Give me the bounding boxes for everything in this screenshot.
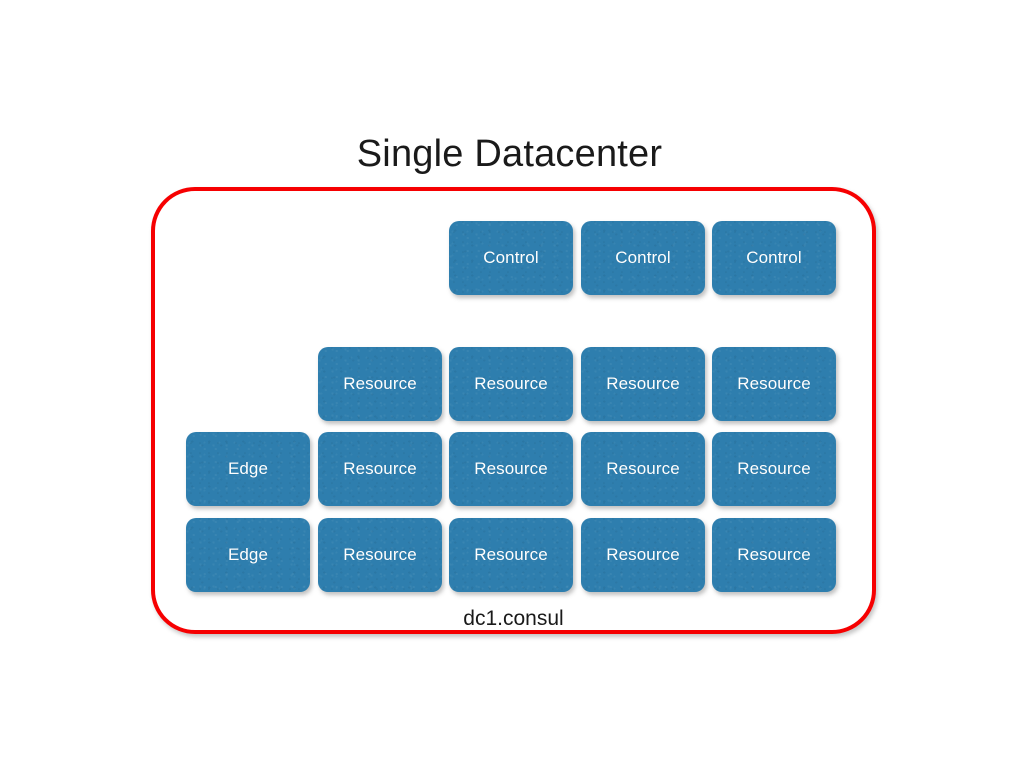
node-label: Resource (737, 374, 811, 393)
node-label: Edge (227, 545, 269, 564)
node-resource[interactable]: Resource (712, 518, 836, 592)
node-resource[interactable]: Resource (318, 347, 442, 421)
node-label: Resource (343, 374, 417, 393)
node-resource[interactable]: Resource (449, 432, 573, 506)
node-label: Resource (474, 374, 548, 393)
node-label: Resource (343, 459, 417, 478)
page-title: Single Datacenter (356, 133, 663, 175)
node-label: Resource (474, 459, 548, 478)
node-label: Resource (606, 545, 680, 564)
node-resource[interactable]: Resource (712, 432, 836, 506)
node-label: Resource (343, 545, 417, 564)
node-control[interactable]: Control (712, 221, 836, 295)
node-resource[interactable]: Resource (318, 518, 442, 592)
node-label: Control (483, 248, 539, 267)
node-resource[interactable]: Resource (712, 347, 836, 421)
node-label: Resource (606, 374, 680, 393)
node-label: Edge (227, 459, 269, 478)
node-label: Resource (474, 545, 548, 564)
node-resource[interactable]: Resource (318, 432, 442, 506)
node-label: Control (615, 248, 671, 267)
node-label: Resource (737, 459, 811, 478)
node-label: Resource (737, 545, 811, 564)
node-resource[interactable]: Resource (449, 347, 573, 421)
node-edge[interactable]: Edge (186, 432, 310, 506)
node-label: Control (746, 248, 802, 267)
node-edge[interactable]: Edge (186, 518, 310, 592)
datacenter-caption: dc1.consul (463, 607, 564, 630)
node-resource[interactable]: Resource (449, 518, 573, 592)
node-label: Resource (606, 459, 680, 478)
node-control[interactable]: Control (449, 221, 573, 295)
node-resource[interactable]: Resource (581, 432, 705, 506)
node-control[interactable]: Control (581, 221, 705, 295)
node-resource[interactable]: Resource (581, 518, 705, 592)
node-resource[interactable]: Resource (581, 347, 705, 421)
